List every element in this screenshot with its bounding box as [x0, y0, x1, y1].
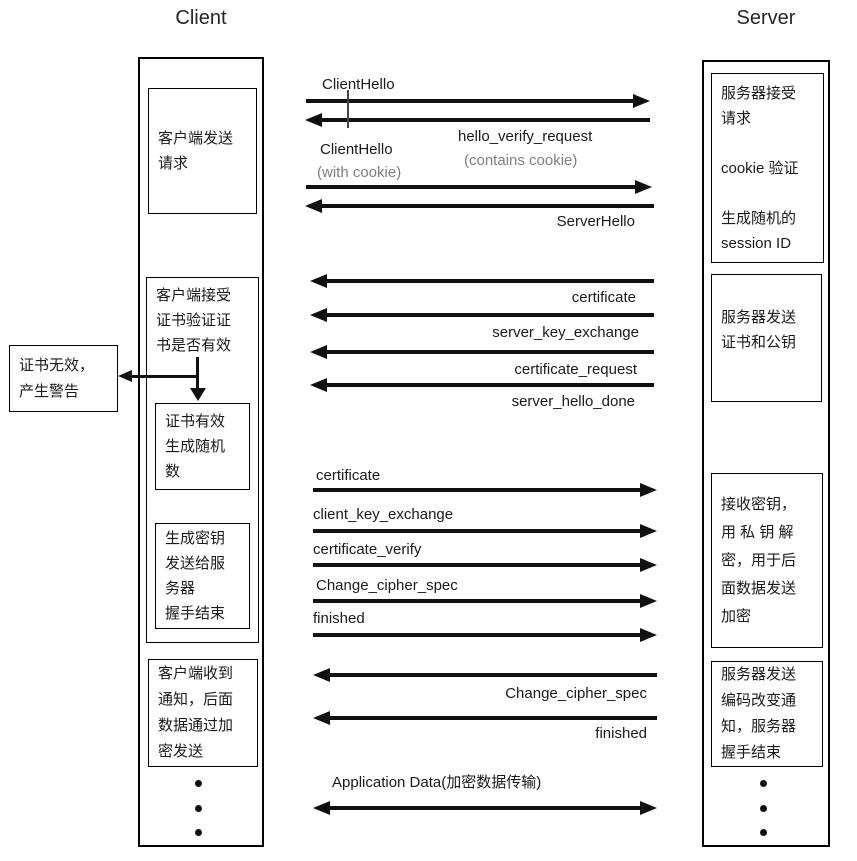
server-ellipsis-dot	[760, 780, 767, 787]
label-client-key-exchange: client_key_exchange	[313, 506, 454, 523]
server-receive-key-box: 接收密钥， 用 私 钥 解 密，用于后 面数据发送 加密	[711, 473, 823, 648]
arrow-serverhello	[305, 196, 654, 216]
warning-branch-arrow	[118, 370, 198, 383]
client-ellipsis-dot	[195, 829, 202, 836]
label-clienthello-2: ClientHello	[320, 141, 393, 158]
arrow-certificate-verify	[313, 555, 657, 575]
label-serverhello: ServerHello	[556, 213, 635, 230]
client-gen-key-box: 生成密钥 发送给服 务器 握手结束	[155, 523, 250, 629]
arrow-change-cipher-spec-server	[313, 665, 657, 685]
server-receive-key-text: 接收密钥， 用 私 钥 解 密，用于后 面数据发送 加密	[721, 495, 797, 625]
label-hello-verify-request: hello_verify_request	[458, 128, 593, 145]
label-certificate-verify: certificate_verify	[313, 541, 422, 558]
retransmit-tick-mark	[347, 90, 349, 128]
arrow-certificate-server	[310, 271, 654, 291]
cert-invalid-warning-box: 证书无效， 产生警告	[9, 345, 118, 412]
client-verify-cert-text: 客户端接受 证书验证证 书是否有效	[156, 287, 232, 354]
client-ellipsis-dot	[195, 780, 202, 787]
client-received-notice-text: 客户端收到 通知，后面 数据通过加 密发送	[158, 665, 234, 760]
arrow-certificate-request	[310, 342, 654, 362]
label-finished-server: finished	[595, 725, 647, 742]
arrow-clienthello	[306, 91, 650, 111]
label-server-hello-done: server_hello_done	[511, 393, 635, 410]
arrow-application-data	[313, 798, 657, 818]
server-accept-request-text: 服务器接受 请求 cookie 验证 生成随机的 session ID	[721, 84, 799, 252]
server-change-notice-text: 服务器发送 编码改变通 知，服务器 握手结束	[721, 666, 797, 761]
label-clienthello: ClientHello	[322, 76, 395, 93]
label-change-cipher-spec-server: Change_cipher_spec	[505, 685, 647, 702]
label-change-cipher-spec-client: Change_cipher_spec	[316, 577, 458, 594]
label-server-key-exchange: server_key_exchange	[492, 324, 639, 341]
label-application-data: Application Data(加密数据传输)	[332, 774, 542, 791]
server-change-notice-box: 服务器发送 编码改变通 知，服务器 握手结束	[711, 661, 823, 767]
arrow-certificate-client	[313, 480, 657, 500]
cert-invalid-warning-text: 证书无效， 产生警告	[19, 356, 95, 400]
server-ellipsis-dot	[760, 805, 767, 812]
client-title: Client	[175, 7, 227, 29]
arrow-finished-server	[313, 708, 657, 728]
client-gen-key-text: 生成密钥 发送给服 务器 握手结束	[165, 530, 226, 622]
server-ellipsis-dot	[760, 829, 767, 836]
arrow-hello-verify-request	[305, 110, 650, 130]
client-cert-valid-text: 证书有效 生成随机 数	[165, 413, 226, 480]
client-cert-valid-box: 证书有效 生成随机 数	[155, 403, 250, 490]
label-with-cookie: (with cookie)	[317, 164, 402, 181]
arrow-client-key-exchange	[313, 521, 657, 541]
server-title: Server	[736, 7, 796, 29]
arrow-clienthello-with-cookie	[306, 177, 652, 197]
arrow-server-key-exchange	[310, 305, 654, 325]
client-received-notice-box: 客户端收到 通知，后面 数据通过加 密发送	[148, 659, 258, 767]
flow-arrowhead-down-icon	[190, 388, 206, 401]
arrow-change-cipher-spec-client	[313, 591, 657, 611]
label-certificate-request: certificate_request	[514, 361, 637, 378]
server-send-cert-text: 服务器发送 证书和公钥	[721, 309, 797, 351]
flow-line-down	[196, 357, 199, 389]
label-certificate-server: certificate	[571, 289, 636, 306]
label-certificate-client: certificate	[316, 467, 381, 484]
client-ellipsis-dot	[195, 805, 202, 812]
client-send-request-text: 客户端发送 请求	[158, 130, 234, 172]
arrow-server-hello-done	[310, 375, 654, 395]
label-contains-cookie: (contains cookie)	[464, 152, 578, 169]
client-send-request-box: 客户端发送 请求	[148, 88, 257, 214]
server-send-cert-box: 服务器发送 证书和公钥	[711, 274, 822, 402]
label-finished-client: finished	[313, 610, 365, 627]
server-accept-request-box: 服务器接受 请求 cookie 验证 生成随机的 session ID	[711, 73, 824, 263]
arrow-finished-client	[313, 625, 657, 645]
